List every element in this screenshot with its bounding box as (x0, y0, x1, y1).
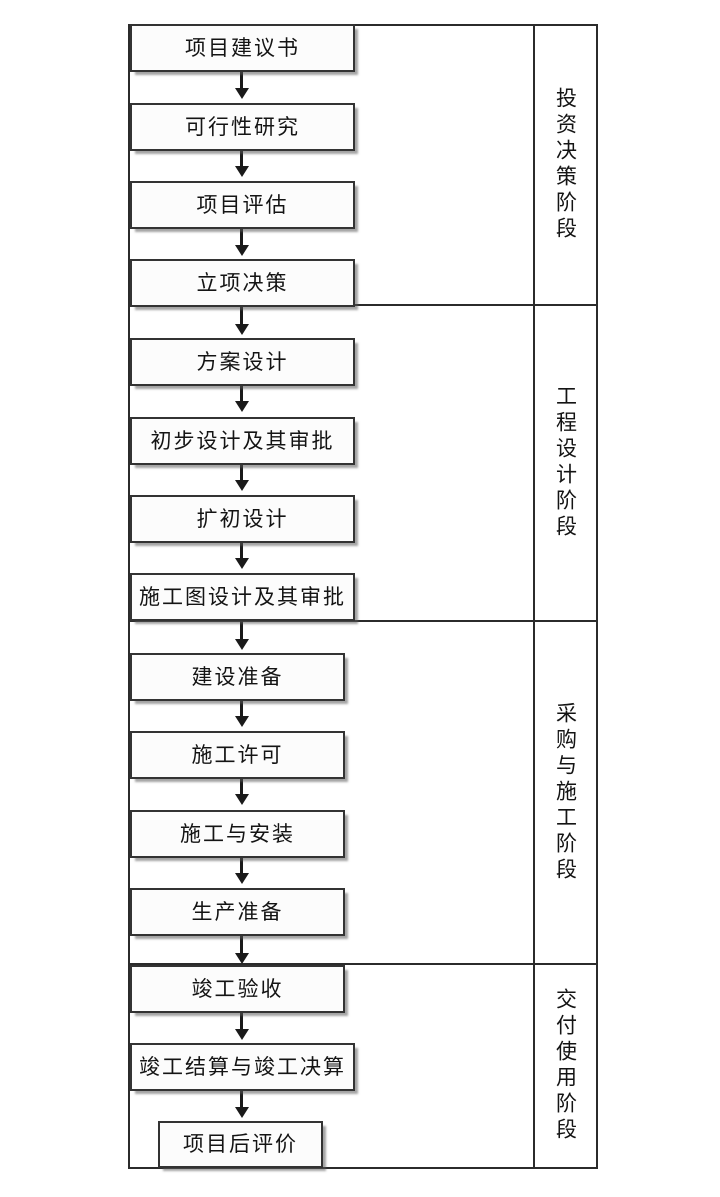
frame-divider-2 (128, 620, 598, 622)
phase-label: 交付使用阶段 (553, 988, 578, 1144)
arrowhead-3 (235, 245, 249, 256)
connector-12 (240, 935, 243, 955)
node-completion-acceptance[interactable]: 竣工验收 (130, 965, 345, 1013)
arrowhead-14 (235, 1107, 249, 1118)
connector-10 (240, 778, 243, 796)
node-label: 方案设计 (196, 349, 289, 374)
node-post-project-evaluation[interactable]: 项目后评价 (158, 1121, 323, 1168)
node-feasibility-study[interactable]: 可行性研究 (130, 103, 355, 151)
connector-5 (240, 385, 243, 403)
connector-6 (240, 464, 243, 482)
arrowhead-9 (235, 716, 249, 727)
arrowhead-6 (235, 480, 249, 491)
connector-7 (240, 542, 243, 560)
node-extended-preliminary-design[interactable]: 扩初设计 (130, 495, 355, 543)
phase-band-procurement-construction: 采购与施工阶段 (535, 622, 596, 963)
arrowhead-1 (235, 88, 249, 99)
node-label: 施工与安装 (180, 821, 295, 846)
connector-11 (240, 857, 243, 875)
phase-band-delivery-use: 交付使用阶段 (535, 965, 596, 1167)
phase-label: 采购与施工阶段 (553, 701, 578, 884)
node-label: 施工图设计及其审批 (139, 584, 346, 609)
arrowhead-4 (235, 324, 249, 335)
phase-label: 工程设计阶段 (553, 385, 578, 541)
node-scheme-design[interactable]: 方案设计 (130, 338, 355, 386)
node-label: 项目评估 (196, 192, 289, 217)
connector-1 (240, 72, 243, 90)
connector-9 (240, 700, 243, 718)
frame-left-line (128, 24, 130, 1169)
arrowhead-11 (235, 873, 249, 884)
connector-4 (240, 306, 243, 326)
node-project-approval-decision[interactable]: 立项决策 (130, 259, 355, 307)
arrowhead-7 (235, 558, 249, 569)
connector-3 (240, 229, 243, 247)
node-label: 竣工结算与竣工决算 (139, 1054, 346, 1079)
frame-bottom-line (128, 1167, 598, 1169)
connector-8 (240, 621, 243, 641)
node-label: 初步设计及其审批 (150, 428, 335, 453)
arrowhead-2 (235, 166, 249, 177)
arrowhead-5 (235, 401, 249, 412)
phase-label: 投资决策阶段 (553, 87, 578, 243)
node-production-preparation[interactable]: 生产准备 (130, 888, 345, 936)
node-construction-preparation[interactable]: 建设准备 (130, 653, 345, 701)
node-project-evaluation[interactable]: 项目评估 (130, 181, 355, 229)
frame-right-line (596, 24, 598, 1169)
arrowhead-12 (235, 953, 249, 964)
node-label: 项目后评价 (183, 1132, 298, 1156)
node-label: 可行性研究 (185, 114, 300, 139)
phase-band-investment-decision: 投资决策阶段 (535, 26, 596, 304)
node-label: 立项决策 (196, 270, 289, 295)
node-final-settlement-and-accounts[interactable]: 竣工结算与竣工决算 (130, 1043, 355, 1091)
arrowhead-13 (235, 1029, 249, 1040)
node-label: 生产准备 (191, 899, 284, 924)
connector-2 (240, 150, 243, 168)
node-label: 项目建议书 (185, 35, 300, 60)
phase-band-engineering-design: 工程设计阶段 (535, 306, 596, 620)
node-label: 施工许可 (191, 742, 284, 767)
frame-divider-1 (128, 304, 598, 306)
node-label: 竣工验收 (191, 976, 284, 1001)
node-label: 建设准备 (191, 664, 284, 689)
node-label: 扩初设计 (196, 506, 289, 531)
connector-14 (240, 1091, 243, 1109)
node-construction-permit[interactable]: 施工许可 (130, 731, 345, 779)
node-preliminary-design-approval[interactable]: 初步设计及其审批 (130, 417, 355, 465)
phase-column-divider (533, 24, 535, 1169)
node-construction-drawing-approval[interactable]: 施工图设计及其审批 (130, 573, 355, 621)
node-construction-and-installation[interactable]: 施工与安装 (130, 810, 345, 858)
arrowhead-10 (235, 794, 249, 805)
connector-13 (240, 1013, 243, 1031)
frame-top-line (128, 24, 598, 26)
frame-divider-3 (128, 963, 598, 965)
node-project-proposal[interactable]: 项目建议书 (130, 24, 355, 72)
arrowhead-8 (235, 639, 249, 650)
